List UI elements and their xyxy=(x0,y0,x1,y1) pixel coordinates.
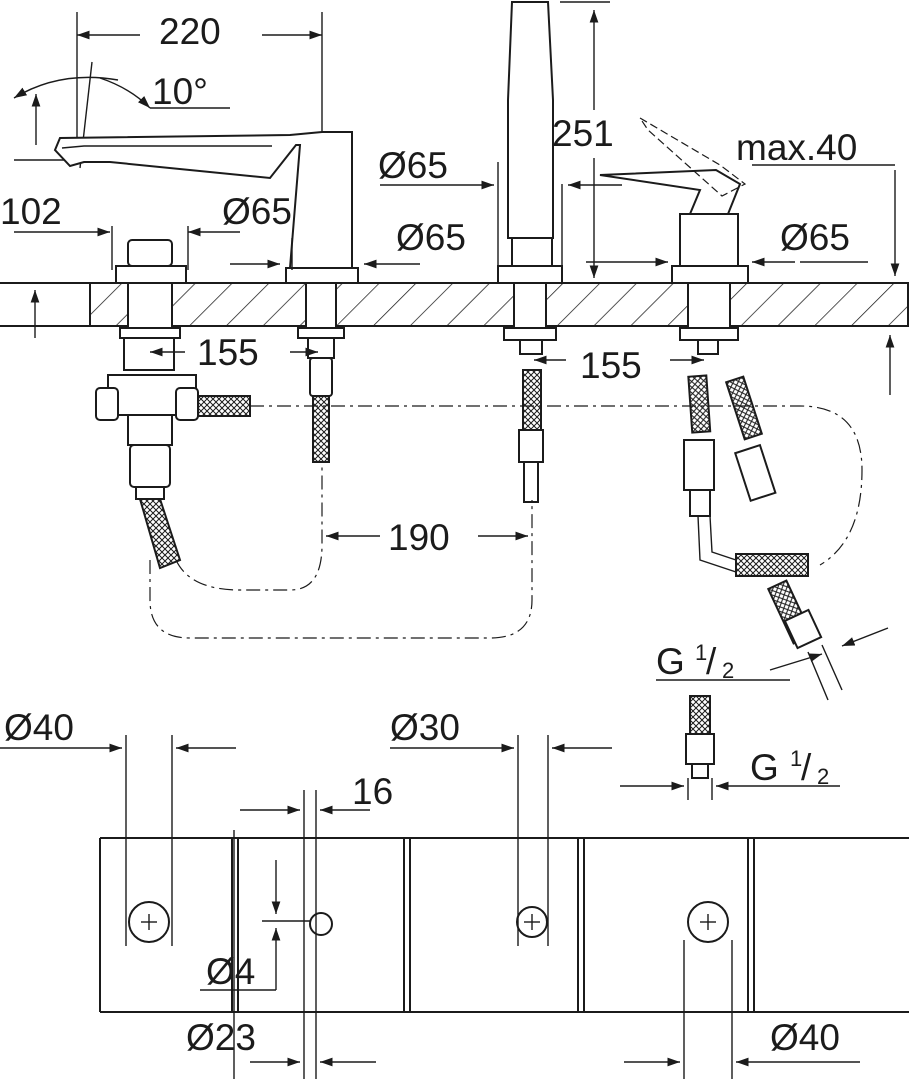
diverter-knob xyxy=(127,239,173,267)
thread-label-bottom: G 1 / 2 xyxy=(750,746,829,789)
mixer-lever xyxy=(599,168,742,215)
dim-lever-max: max.40 xyxy=(736,127,857,168)
thread-label-top: G 1 / 2 xyxy=(656,640,734,683)
dim-handshower-height: 251 xyxy=(552,113,614,154)
elevation-view: 220 10° 102 Ø65 Ø65 Ø65 251 max.40 Ø65 1… xyxy=(0,1,909,701)
pipe-detail xyxy=(620,695,840,800)
handshower-holder xyxy=(511,237,553,267)
countertop-section xyxy=(89,282,909,327)
svg-text:1: 1 xyxy=(790,746,802,771)
spout-body xyxy=(53,131,353,269)
panel-separators xyxy=(231,838,755,1012)
dim-hole-right: Ø40 xyxy=(770,1017,840,1058)
diverter-valve xyxy=(95,282,251,570)
hole-diverter xyxy=(128,901,170,943)
dim-below-right: 155 xyxy=(580,345,642,386)
dim-below-left: 155 xyxy=(197,332,259,373)
dim-handshower-base-b: Ø65 xyxy=(396,217,466,258)
handshower-connector xyxy=(503,282,557,503)
dim-mixer-base: Ø65 xyxy=(780,217,850,258)
dim-hole-middle: Ø30 xyxy=(390,707,460,748)
spout-connector xyxy=(297,282,345,463)
mixer-body xyxy=(679,213,739,267)
dim-handshower-base-a: Ø65 xyxy=(378,145,448,186)
hole-spout xyxy=(309,912,333,936)
svg-text:G: G xyxy=(656,641,685,682)
dim-hole-spout: Ø23 xyxy=(186,1017,256,1058)
svg-text:2: 2 xyxy=(817,764,829,789)
svg-text:2: 2 xyxy=(722,658,734,683)
hole-mixer xyxy=(687,901,729,943)
handshower xyxy=(507,1,554,239)
spout-base xyxy=(285,267,359,284)
hole-handshower xyxy=(516,906,548,938)
mixer-connector xyxy=(679,282,843,701)
dim-offset: 16 xyxy=(352,771,393,812)
dim-angle: 10° xyxy=(152,71,208,112)
dim-hole-left: Ø40 xyxy=(4,707,74,748)
dim-spout-length: 220 xyxy=(159,11,221,52)
svg-text:1: 1 xyxy=(695,640,707,665)
dim-spacing: 190 xyxy=(388,517,450,558)
svg-text:/: / xyxy=(706,641,717,682)
dim-spout-base: Ø65 xyxy=(222,191,292,232)
svg-text:/: / xyxy=(801,747,812,788)
cutout-view: Ø40 Ø30 16 Ø4 Ø23 Ø40 G 1 / 2 xyxy=(0,695,909,1079)
svg-text:G: G xyxy=(750,747,779,788)
dim-spout-height: 102 xyxy=(0,191,62,232)
dim-small-hole: Ø4 xyxy=(206,951,255,992)
